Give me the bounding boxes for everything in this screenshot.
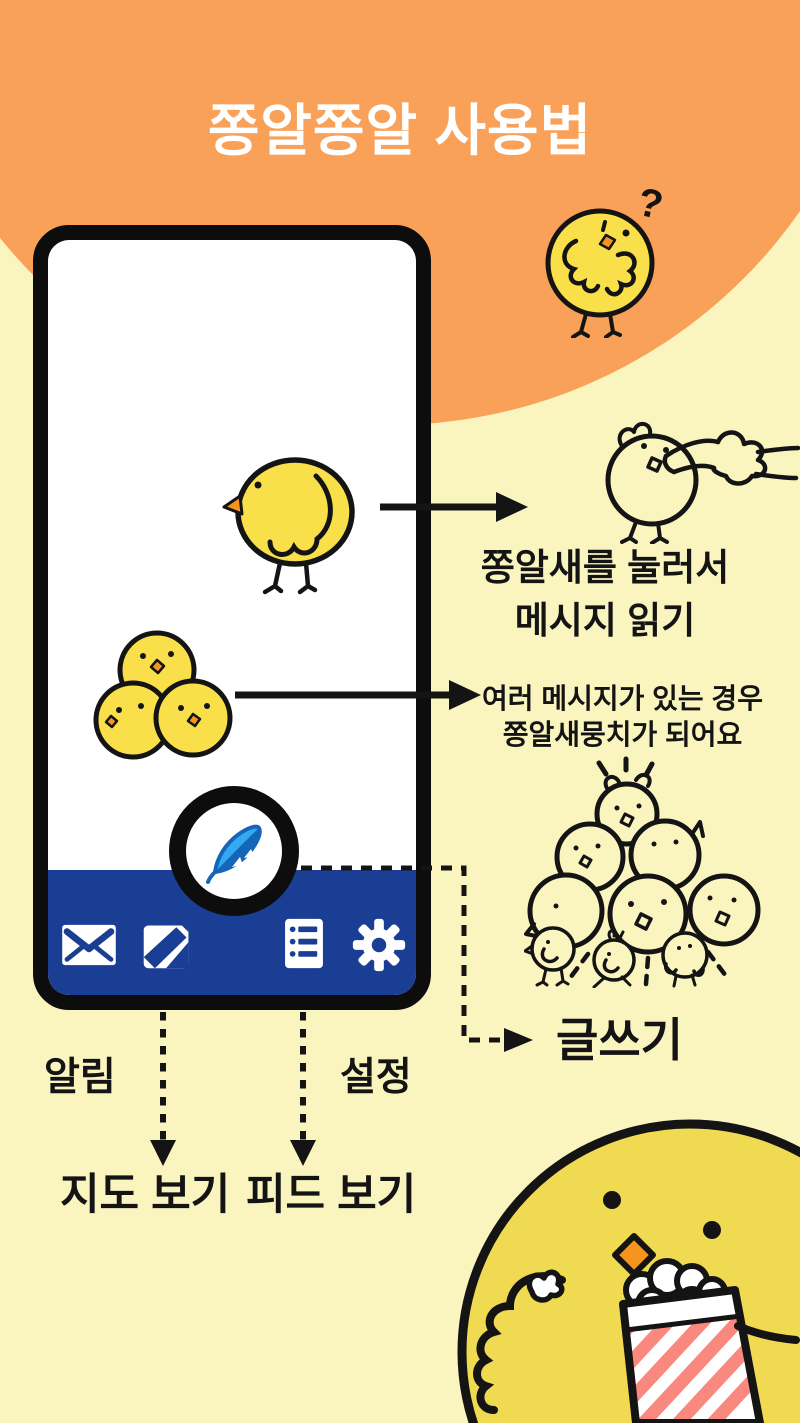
gear-icon[interactable]: [350, 916, 408, 974]
annotation-tap-bird: 쫑알새를 눌러서 메시지 읽기: [430, 542, 780, 647]
mail-icon[interactable]: [60, 923, 118, 967]
annotation-settings: 설정: [340, 1056, 412, 1099]
curious-chick-illustration: [545, 208, 655, 338]
feather-write-icon[interactable]: [169, 786, 299, 916]
map-icon[interactable]: [140, 917, 194, 973]
annotation-write: 글쓰기: [556, 1014, 683, 1066]
annotation-bundle-line1: 여러 메시지가 있는 경우: [482, 683, 763, 714]
annotation-bundle: 여러 메시지가 있는 경우 쫑알새뭉치가 되어요: [450, 681, 795, 754]
feather-quill-icon: [206, 824, 262, 884]
annotation-notifications: 알림: [44, 1056, 116, 1099]
tap-chick-sketch: [605, 422, 800, 544]
annotation-bundle-line2: 쫑알새뭉치가 되어요: [502, 719, 743, 751]
chick-message-bird[interactable]: [218, 450, 358, 600]
dashed-arrow-feed: [290, 1012, 316, 1166]
annotation-tap-bird-line2: 메시지 읽기: [514, 599, 696, 641]
chick-bundle[interactable]: [93, 630, 238, 765]
annotation-tap-bird-line1: 쫑알새를 눌러서: [480, 547, 730, 588]
annotation-feed-view: 피드 보기: [246, 1171, 417, 1219]
chick-pile-sketch: [524, 756, 761, 988]
feed-list-icon[interactable]: [283, 917, 325, 970]
popcorn-chick-illustration: [457, 1119, 800, 1423]
annotation-map-view: 지도 보기: [60, 1171, 231, 1219]
dashed-arrow-map: [150, 1012, 176, 1166]
page-title: 쫑알쫑알 사용법: [207, 99, 593, 162]
